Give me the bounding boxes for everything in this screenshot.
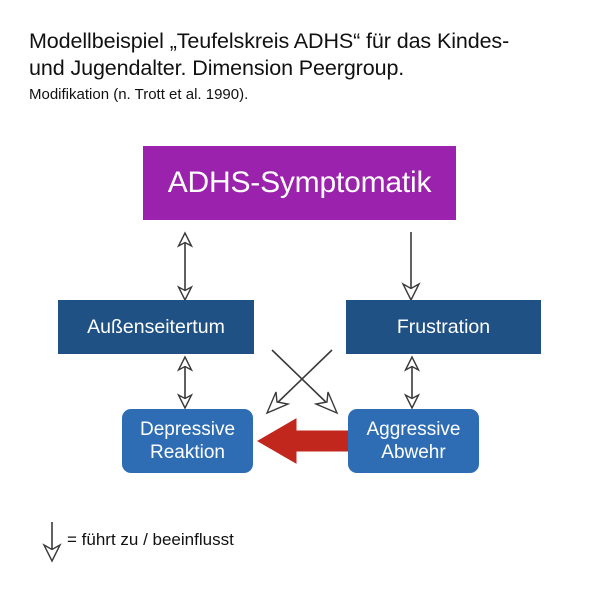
- connector-symptomatik-aussenseitertum: [176, 231, 194, 302]
- node-frustration[interactable]: Frustration: [346, 300, 541, 354]
- node-label-depressive-reaktion: Depressive Reaktion: [139, 419, 236, 463]
- node-depressive-reaktion[interactable]: Depressive Reaktion: [122, 409, 253, 473]
- title-line-1: Modellbeispiel „Teufelskreis ADHS“ für d…: [29, 29, 510, 53]
- legend-text: = führt zu / beeinflusst: [67, 530, 234, 549]
- legend: = führt zu / beeinflusst: [29, 518, 349, 568]
- connector-symptomatik-frustration: [401, 232, 421, 302]
- node-label-aussenseitertum: Außenseitertum: [87, 315, 225, 338]
- title-block: Modellbeispiel „Teufelskreis ADHS“ für d…: [29, 28, 559, 106]
- node-label-aggressive-abwehr: Aggressive Abwehr: [366, 419, 461, 463]
- node-label-adhs-symptomatik: ADHS-Symptomatik: [167, 166, 432, 199]
- connector-aussenseitertum-depressive: [176, 355, 194, 410]
- node-aussenseitertum[interactable]: Außenseitertum: [58, 300, 254, 354]
- connector-aggressive-depressive-red: [257, 418, 353, 464]
- node-aggressive-abwehr[interactable]: Aggressive Abwehr: [348, 409, 479, 473]
- connector-frustration-depressive: [265, 349, 333, 415]
- node-label-frustration: Frustration: [396, 315, 491, 338]
- legend-down-arrow-icon: [42, 522, 62, 563]
- title-line-2: und Jugendalter. Dimension Peergroup.: [29, 56, 405, 80]
- title-source-note: Modifikation (n. Trott et al. 1990).: [29, 86, 249, 103]
- connector-aussenseitertum-aggressive: [271, 349, 339, 415]
- connector-frustration-aggressive: [403, 355, 421, 410]
- node-adhs-symptomatik[interactable]: ADHS-Symptomatik: [143, 146, 456, 220]
